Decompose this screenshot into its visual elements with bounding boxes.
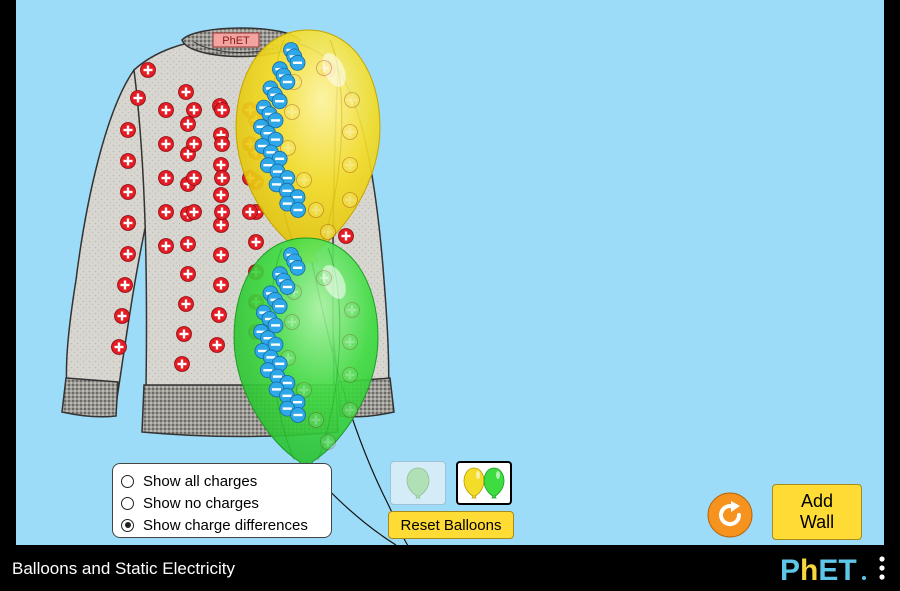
radio-label: Show all charges	[143, 472, 258, 490]
positive-charge	[214, 102, 230, 118]
positive-charge	[180, 116, 196, 132]
charge-display-panel: Show all charges Show no charges Show ch…	[112, 463, 332, 538]
positive-charge	[186, 204, 202, 220]
positive-charge	[214, 204, 230, 220]
negative-charge	[290, 202, 306, 218]
positive-charge	[180, 236, 196, 252]
reset-arrow-icon	[719, 501, 742, 527]
navigation-bar: Balloons and Static Electricity PhET	[0, 545, 900, 591]
positive-charge	[180, 266, 196, 282]
vertical-ellipsis-icon[interactable]	[878, 555, 886, 581]
phet-logo[interactable]: PhET	[780, 551, 870, 585]
positive-charge	[213, 157, 229, 173]
negative-charge	[271, 298, 288, 315]
positive-charge	[242, 204, 258, 220]
negative-charge	[279, 279, 296, 295]
positive-charge	[186, 170, 202, 186]
negative-charge	[279, 74, 296, 90]
positive-charge	[213, 187, 229, 203]
radio-label: Show charge differences	[143, 516, 308, 534]
positive-charge	[176, 326, 192, 342]
positive-charge	[158, 136, 174, 152]
positive-charge	[338, 228, 354, 244]
yellow-balloon-negative-charges	[253, 42, 306, 218]
neutralized-positive-charge	[296, 172, 312, 188]
positive-charge	[186, 136, 202, 152]
neutralized-positive-charge	[320, 224, 336, 240]
positive-charge	[209, 337, 225, 353]
positive-charge	[213, 277, 229, 293]
positive-charge	[178, 296, 194, 312]
positive-charge	[114, 308, 130, 324]
radio-button-icon[interactable]	[121, 474, 134, 488]
positive-charge	[140, 62, 156, 78]
reset-all-button[interactable]	[706, 491, 754, 539]
neutralized-positive-charge	[342, 334, 358, 350]
add-wall-label: Add Wall	[799, 491, 835, 532]
negative-charge	[267, 112, 284, 129]
positive-charge	[213, 247, 229, 263]
add-wall-button[interactable]: Add Wall	[772, 484, 862, 540]
reset-balloons-button[interactable]: Reset Balloons	[388, 511, 514, 539]
positive-charge	[248, 234, 264, 250]
positive-charge	[158, 238, 174, 254]
positive-charge	[178, 84, 194, 100]
radio-button-selected-icon[interactable]	[121, 518, 134, 532]
green-balloon[interactable]	[233, 237, 379, 473]
positive-charge	[214, 136, 230, 152]
positive-charge	[211, 307, 227, 323]
neutralized-positive-charge	[280, 140, 296, 156]
positive-charge	[158, 170, 174, 186]
sim-title: Balloons and Static Electricity	[12, 559, 235, 578]
positive-charge	[214, 170, 230, 186]
negative-charge	[289, 54, 306, 71]
radio-show-no-charges[interactable]: Show no charges	[121, 492, 323, 514]
positive-charge	[120, 122, 136, 138]
neutralized-positive-charge	[342, 157, 358, 173]
negative-charge	[267, 317, 284, 334]
neutralized-positive-charge	[342, 402, 358, 418]
single-green-balloon-icon	[406, 467, 430, 499]
positive-charge	[120, 153, 136, 169]
positive-charge	[117, 277, 133, 293]
neutralized-positive-charge	[316, 60, 332, 76]
positive-charge	[158, 204, 174, 220]
positive-charge	[120, 184, 136, 200]
yellow-balloon[interactable]	[235, 29, 381, 263]
sweater-label: PhET	[222, 35, 250, 47]
positive-charge	[130, 90, 146, 106]
positive-charge	[120, 215, 136, 231]
positive-charge	[174, 356, 190, 372]
neutralized-positive-charge	[344, 92, 360, 108]
yellow-and-green-balloons-icon	[463, 467, 505, 499]
positive-charge	[158, 102, 174, 118]
green-balloon-negative-charges	[253, 247, 306, 423]
two-balloons-button[interactable]	[456, 461, 512, 505]
neutralized-positive-charge	[342, 192, 358, 208]
neutralized-positive-charge	[342, 367, 358, 383]
neutralized-positive-charge	[316, 270, 332, 286]
radio-button-icon[interactable]	[121, 496, 134, 510]
neutralized-positive-charge	[344, 302, 360, 318]
one-balloon-button[interactable]	[390, 461, 446, 505]
radio-show-charge-differences[interactable]: Show charge differences	[121, 514, 323, 536]
negative-charge	[271, 93, 288, 110]
positive-charge	[111, 339, 127, 355]
scene-graphic: PhET	[61, 27, 409, 545]
neutralized-positive-charge	[284, 104, 300, 120]
positive-charge	[186, 102, 202, 118]
radio-label: Show no charges	[143, 494, 259, 512]
play-area: PhET Show all charges	[16, 0, 884, 545]
positive-charge	[120, 246, 136, 262]
neutralized-positive-charge	[308, 202, 324, 218]
neutralized-positive-charge	[320, 434, 336, 450]
radio-show-all-charges[interactable]: Show all charges	[121, 470, 323, 492]
neutralized-positive-charge	[296, 382, 312, 398]
phet-logo-text: PhET	[780, 554, 857, 585]
negative-charge	[290, 407, 306, 423]
neutralized-positive-charge	[284, 314, 300, 330]
negative-charge	[289, 259, 306, 276]
neutralized-positive-charge	[342, 124, 358, 140]
neutralized-positive-charge	[308, 412, 324, 428]
